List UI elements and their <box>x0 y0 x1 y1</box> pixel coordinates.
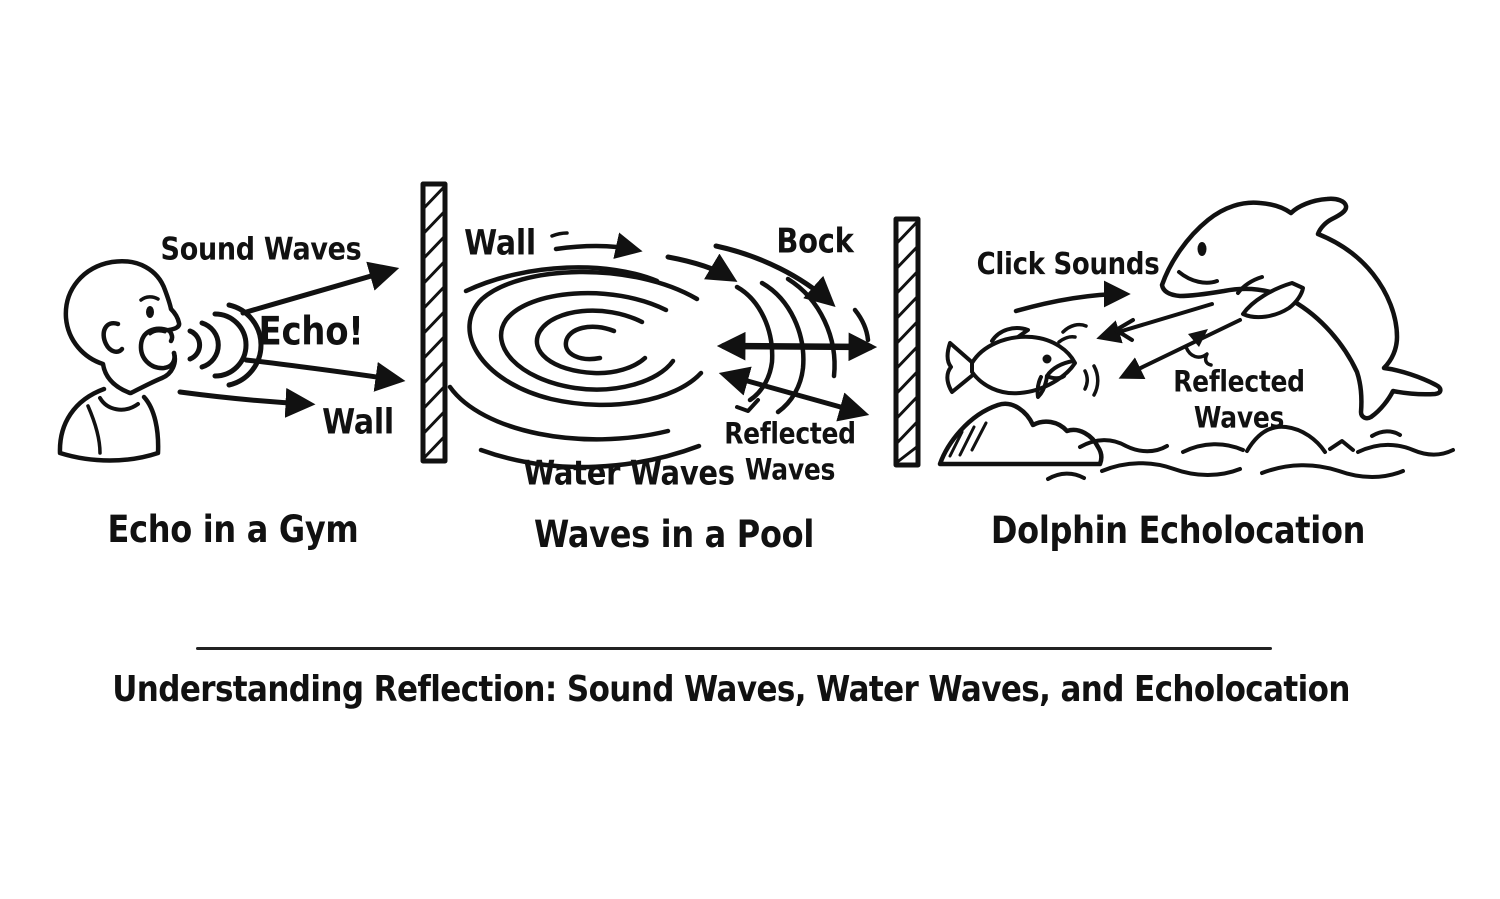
dolphin-flipper <box>1241 281 1305 320</box>
fish-tail <box>945 341 976 394</box>
bounce-arrows <box>665 243 836 307</box>
gym-wall <box>420 181 448 464</box>
label-pool-wall: Wall <box>464 223 536 265</box>
label-pool-reflected-waves: Reflected Waves <box>724 416 856 489</box>
dolphin-eye <box>1197 242 1207 256</box>
label-echo: Echo! <box>258 308 364 355</box>
fish <box>945 322 1100 399</box>
label-bock: Bock <box>776 221 854 261</box>
tick-mark <box>735 398 760 413</box>
label-pool-reflected-line1: Reflected <box>724 416 856 451</box>
click-arrow <box>1013 280 1131 314</box>
page-title: Understanding Reflection: Sound Waves, W… <box>112 668 1350 711</box>
fish-receive-arcs <box>1057 322 1100 397</box>
dolphin <box>1159 196 1443 421</box>
label-dolphin-reflected-waves: Reflected Waves <box>1173 364 1305 437</box>
pool-wall-right <box>893 216 921 468</box>
person-ear <box>101 320 125 354</box>
dolphin-smile <box>1177 270 1219 285</box>
sound-wave-arcs <box>187 302 264 388</box>
reflected-diagonal-arrow <box>718 366 870 422</box>
label-water-waves: Water Waves <box>523 453 735 493</box>
water-surface <box>1046 424 1455 481</box>
caption-dolphin-echolocation: Dolphin Echolocation <box>990 507 1366 553</box>
echolocation-arrows <box>1096 302 1242 379</box>
caption-echo-in-a-gym: Echo in a Gym <box>107 506 359 552</box>
person-torso <box>57 386 161 463</box>
caption-waves-in-a-pool: Waves in a Pool <box>533 511 815 557</box>
wall-arrow <box>177 387 316 418</box>
rock <box>937 401 1104 467</box>
person-eye <box>146 306 154 318</box>
speaking-person <box>57 259 182 463</box>
label-pool-reflected-line2: Waves <box>744 453 836 487</box>
title-divider-line <box>196 647 1272 650</box>
label-sound-waves: Sound Waves <box>160 231 362 268</box>
pool-wall-arrow <box>550 231 643 259</box>
fish-eye <box>1042 354 1052 364</box>
sound-arrow <box>240 261 400 316</box>
label-dolphin-reflected-line1: Reflected <box>1173 364 1305 399</box>
label-gym-wall: Wall <box>322 402 394 444</box>
echo-arrow <box>243 357 406 392</box>
label-click-sounds: Click Sounds <box>976 247 1160 283</box>
label-dolphin-reflected-line2: Waves <box>1193 401 1285 435</box>
water-ripples <box>447 265 704 470</box>
double-arrow <box>716 331 878 362</box>
gym-arrows <box>177 261 406 418</box>
